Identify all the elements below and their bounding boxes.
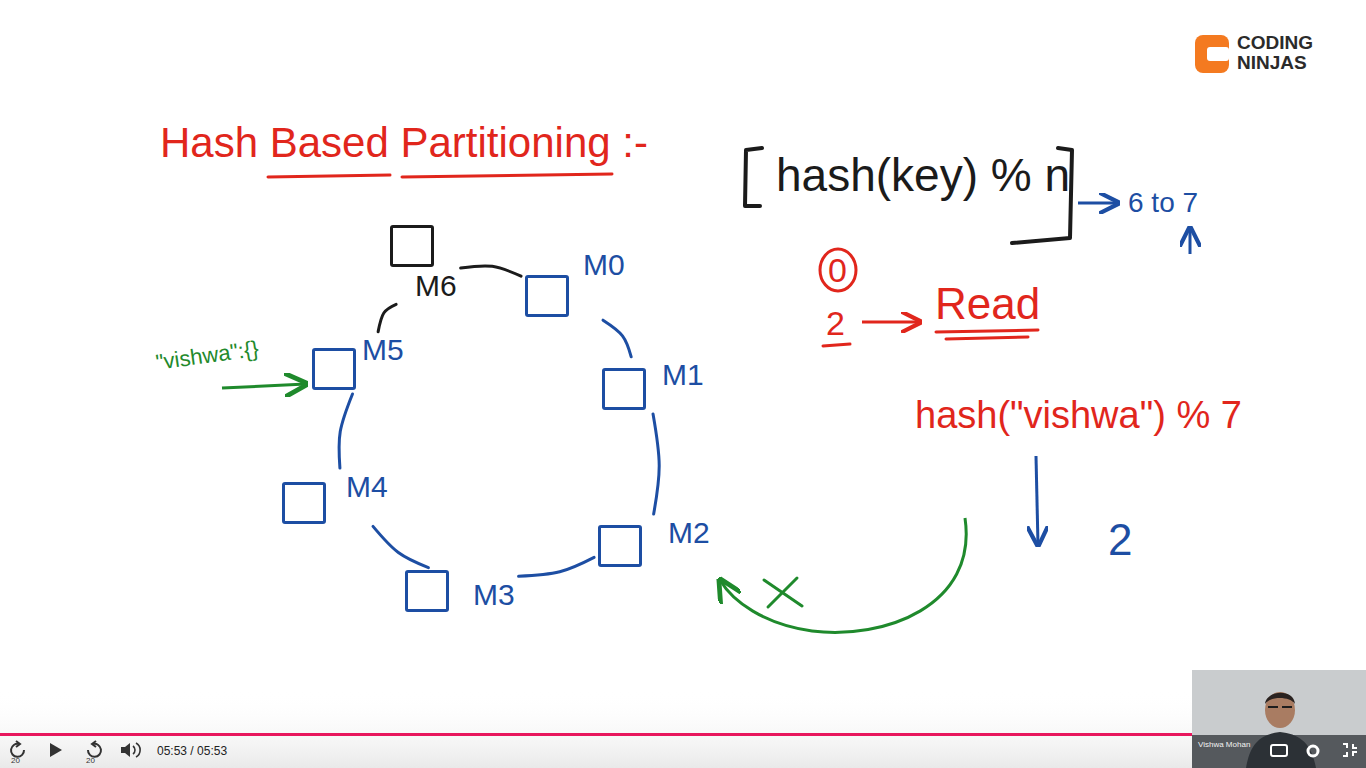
key-value: "vishwa":{} bbox=[154, 338, 260, 374]
volume-icon bbox=[136, 743, 140, 757]
ring-link bbox=[373, 526, 428, 567]
result-number: 2 bbox=[1108, 518, 1132, 562]
volume-icon bbox=[133, 746, 135, 754]
ring-link bbox=[339, 394, 353, 468]
ring-link bbox=[653, 414, 659, 514]
machine-box bbox=[598, 525, 642, 567]
cross-mark bbox=[768, 578, 797, 607]
presenter-video bbox=[1192, 670, 1366, 768]
result-arrow bbox=[1036, 456, 1038, 545]
ring-link bbox=[603, 320, 631, 357]
machine-label: M2 bbox=[668, 518, 710, 548]
machine-label: M1 bbox=[662, 360, 704, 390]
machine-node: M1 bbox=[602, 360, 704, 410]
volume-icon bbox=[121, 743, 130, 757]
skip-seconds: 20 bbox=[11, 757, 20, 765]
note: Read bbox=[935, 282, 1040, 326]
skip-seconds: 20 bbox=[86, 757, 95, 765]
note-number: 0 bbox=[828, 253, 847, 287]
underline bbox=[946, 337, 1028, 339]
presenter-shirt bbox=[1246, 732, 1316, 768]
note-number: 2 bbox=[826, 306, 845, 340]
range-note: 6 to 7 bbox=[1128, 189, 1198, 217]
presenter-name: Vishwa Mohan bbox=[1198, 741, 1250, 749]
settings-icon bbox=[1308, 746, 1318, 756]
machine-label: M3 bbox=[473, 580, 515, 610]
title: Hash Based Partitioning :- bbox=[160, 122, 648, 164]
insert-arrow bbox=[222, 384, 306, 388]
note-arrow bbox=[862, 321, 920, 324]
captions-icon bbox=[1271, 745, 1287, 756]
machine-box bbox=[390, 225, 434, 267]
presenter-glasses bbox=[1268, 706, 1292, 708]
presenter-face bbox=[1265, 692, 1295, 728]
machine-label: M0 bbox=[583, 250, 625, 280]
machine-box bbox=[405, 570, 449, 612]
logo-icon bbox=[1195, 35, 1229, 73]
ring-link bbox=[378, 304, 396, 331]
machine-node: M3 bbox=[405, 570, 515, 612]
play-icon bbox=[50, 743, 62, 757]
presenter-hair bbox=[1265, 693, 1295, 704]
ring-link bbox=[519, 557, 595, 576]
player-bar bbox=[0, 690, 1366, 768]
logo-text: NINJAS bbox=[1237, 53, 1307, 72]
rewind-icon bbox=[16, 741, 20, 747]
machine-label: M5 bbox=[362, 335, 404, 365]
forward-icon bbox=[92, 741, 96, 747]
machine-box bbox=[312, 348, 356, 390]
result-arrow bbox=[1078, 202, 1118, 205]
machine-node: M2 bbox=[598, 518, 710, 567]
machine-box bbox=[282, 482, 326, 524]
ring-link bbox=[461, 266, 521, 276]
rejected-route-arrow bbox=[720, 518, 966, 632]
progress-bar bbox=[0, 733, 1366, 736]
formula: hash("vishwa") % 7 bbox=[915, 396, 1242, 434]
machine-label: M4 bbox=[346, 472, 388, 502]
machine-node: M5 bbox=[312, 335, 404, 390]
underline bbox=[936, 330, 1038, 332]
machine-node: M6 bbox=[390, 225, 457, 301]
logo-icon bbox=[1207, 47, 1229, 61]
formula: hash(key) % n bbox=[776, 152, 1070, 198]
title-underline bbox=[268, 175, 390, 177]
underline bbox=[823, 344, 850, 346]
machine-node: M4 bbox=[282, 472, 388, 524]
machine-label: M6 bbox=[415, 271, 457, 301]
pointer-arrow bbox=[1189, 228, 1192, 254]
logo-text: CODING bbox=[1237, 33, 1313, 52]
fullscreen-icon bbox=[1343, 744, 1357, 756]
formula-bracket bbox=[745, 148, 762, 206]
time-display: 05:53 / 05:53 bbox=[157, 745, 227, 757]
machine-box bbox=[602, 368, 646, 410]
machine-node: M0 bbox=[525, 250, 625, 317]
circle-mark bbox=[820, 249, 856, 291]
title-underline bbox=[402, 174, 612, 177]
machine-box bbox=[525, 275, 569, 317]
